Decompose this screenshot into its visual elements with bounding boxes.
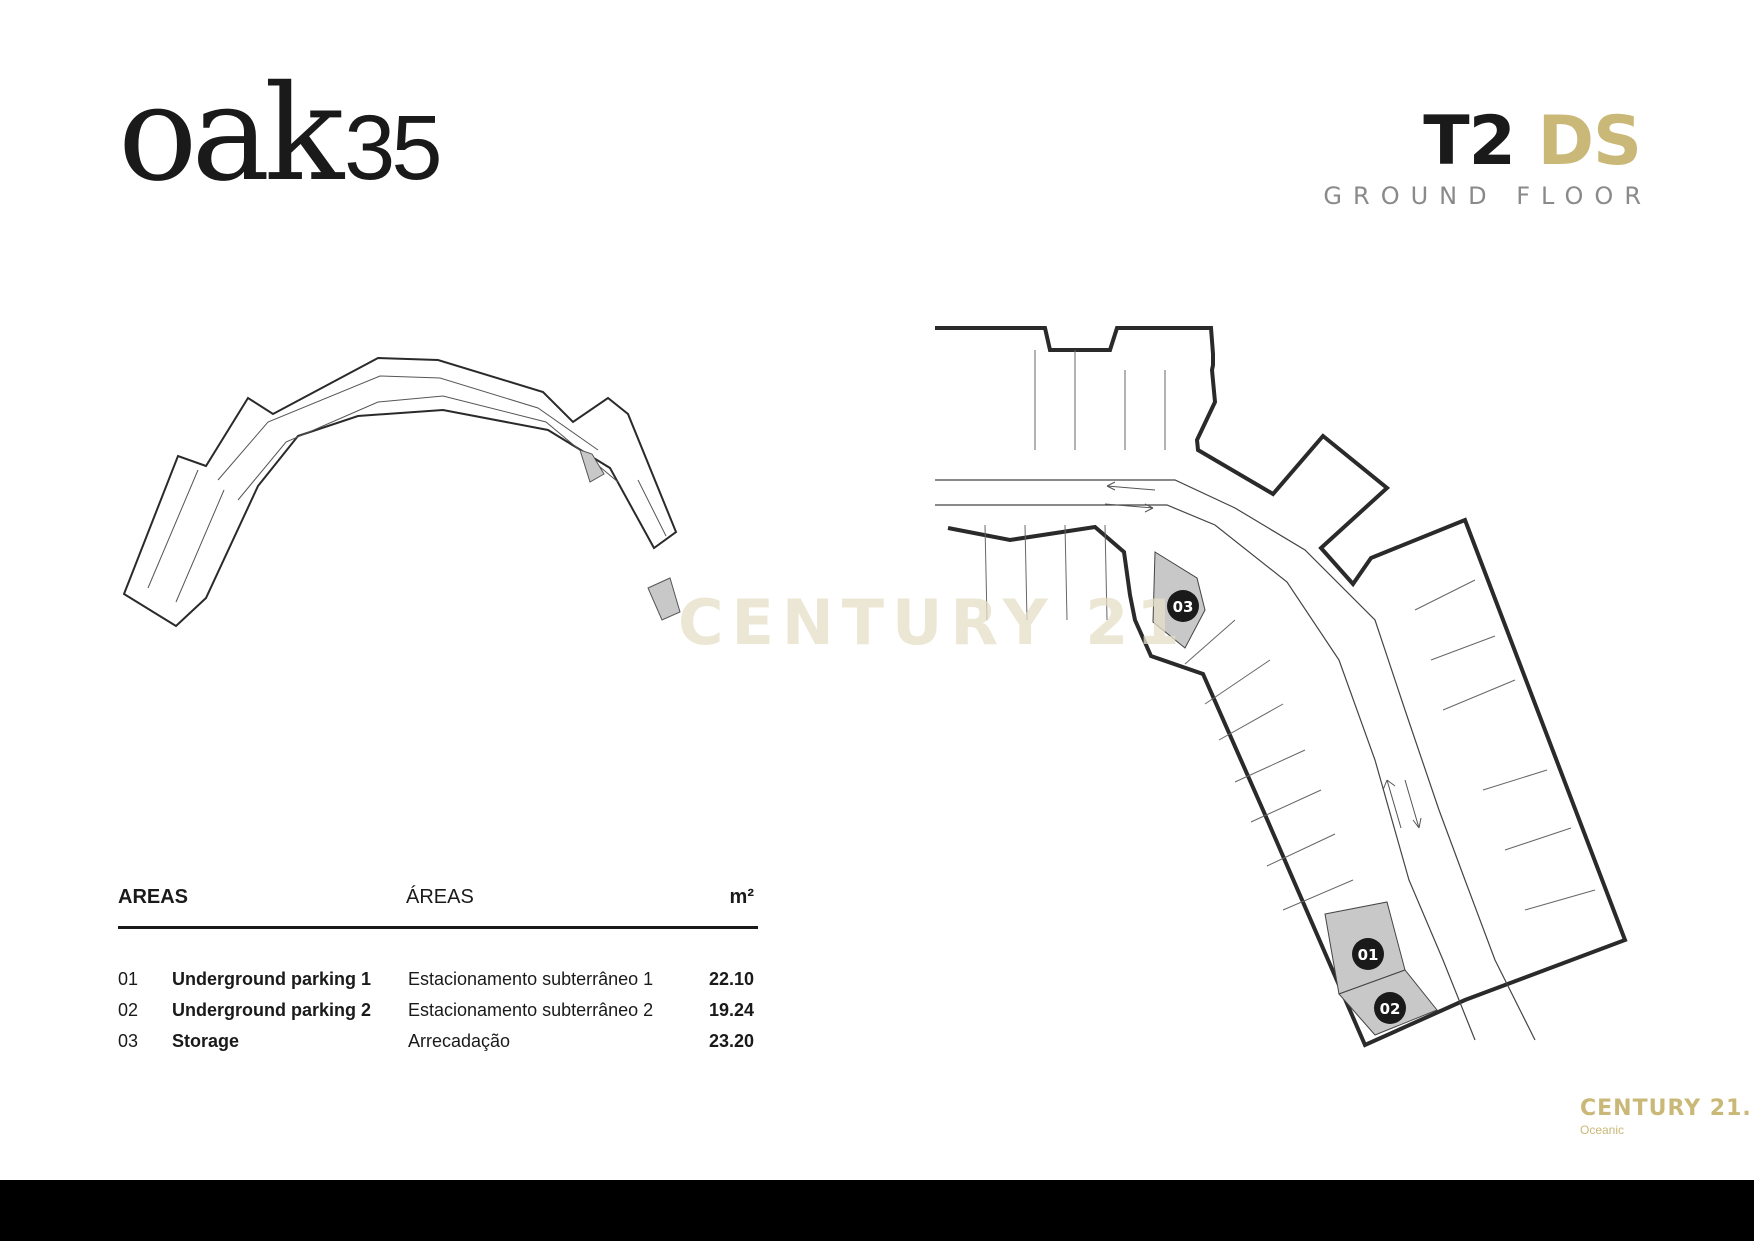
footer-office-name: Oceanic (1580, 1123, 1625, 1137)
floor-label: GROUND FLOOR (1323, 182, 1652, 210)
row-name-en: Underground parking 2 (172, 1000, 372, 1020)
key-plan-overview (122, 356, 681, 628)
row-name-en: Storage (172, 1031, 240, 1051)
table-row: 02 Underground parking 2 Estacionamento … (118, 1000, 758, 1031)
floor-plan-traffic-arrows (1104, 481, 1422, 829)
footer-brand-logo: CENTURY 21. Oceanic (1580, 1096, 1752, 1137)
row-area: 22.10 (708, 969, 754, 989)
areas-table: AREAS ÁREAS m² 01 Underground parking 1 … (118, 886, 758, 1062)
key-plan-highlight (579, 449, 681, 621)
marker-02-label: 02 (1380, 1000, 1401, 1018)
table-row: 03 Storage Arrecadação 23.20 (118, 1031, 758, 1062)
bottom-bar (0, 1180, 1754, 1241)
floor-plan-main: 03 01 02 (935, 326, 1628, 1048)
row-name-pt: Estacionamento subterrâneo 1 (408, 969, 654, 989)
row-number: 02 (118, 1000, 139, 1020)
areas-table-header: AREAS ÁREAS m² (118, 886, 758, 926)
floor-plan-parking-bays (984, 350, 1596, 911)
areas-header-en: AREAS (118, 886, 189, 908)
areas-table-divider (118, 926, 758, 929)
marker-03 (1167, 590, 1199, 622)
unit-type-accent: DS (1537, 102, 1642, 181)
marker-03-label: 03 (1173, 598, 1194, 616)
areas-header-unit: m² (729, 886, 754, 908)
floor-plan-highlight-areas (1152, 551, 1438, 1036)
row-number: 01 (118, 969, 139, 989)
watermark: CENTURY 21 (678, 586, 1188, 659)
marker-01 (1352, 938, 1384, 970)
brand-logo-text: oak (118, 57, 344, 211)
row-name-en: Underground parking 1 (172, 969, 372, 989)
brand-logo: oak35 (118, 68, 443, 200)
marker-02 (1374, 992, 1406, 1024)
floor-plan-driveway (935, 479, 1536, 1041)
brand-logo-number: 35 (344, 97, 442, 199)
row-area: 23.20 (708, 1031, 754, 1051)
row-area: 19.24 (708, 1000, 754, 1020)
unit-type-main: T2 (1423, 102, 1516, 181)
row-number: 03 (118, 1031, 139, 1051)
key-plan-inner-lines (147, 375, 667, 603)
unit-type-title: T2 DS (1423, 108, 1642, 176)
table-row: 01 Underground parking 1 Estacionamento … (118, 969, 758, 1000)
row-name-pt: Estacionamento subterrâneo 2 (408, 1000, 654, 1020)
floor-plan-outer-walls (935, 326, 1628, 1048)
areas-header-pt: ÁREAS (406, 886, 474, 908)
key-plan-outline (122, 356, 678, 628)
floor-plan-markers: 03 01 02 (1167, 590, 1406, 1024)
marker-01-label: 01 (1358, 946, 1379, 964)
footer-brand-name: CENTURY 21. (1580, 1096, 1752, 1121)
row-name-pt: Arrecadação (408, 1031, 511, 1051)
